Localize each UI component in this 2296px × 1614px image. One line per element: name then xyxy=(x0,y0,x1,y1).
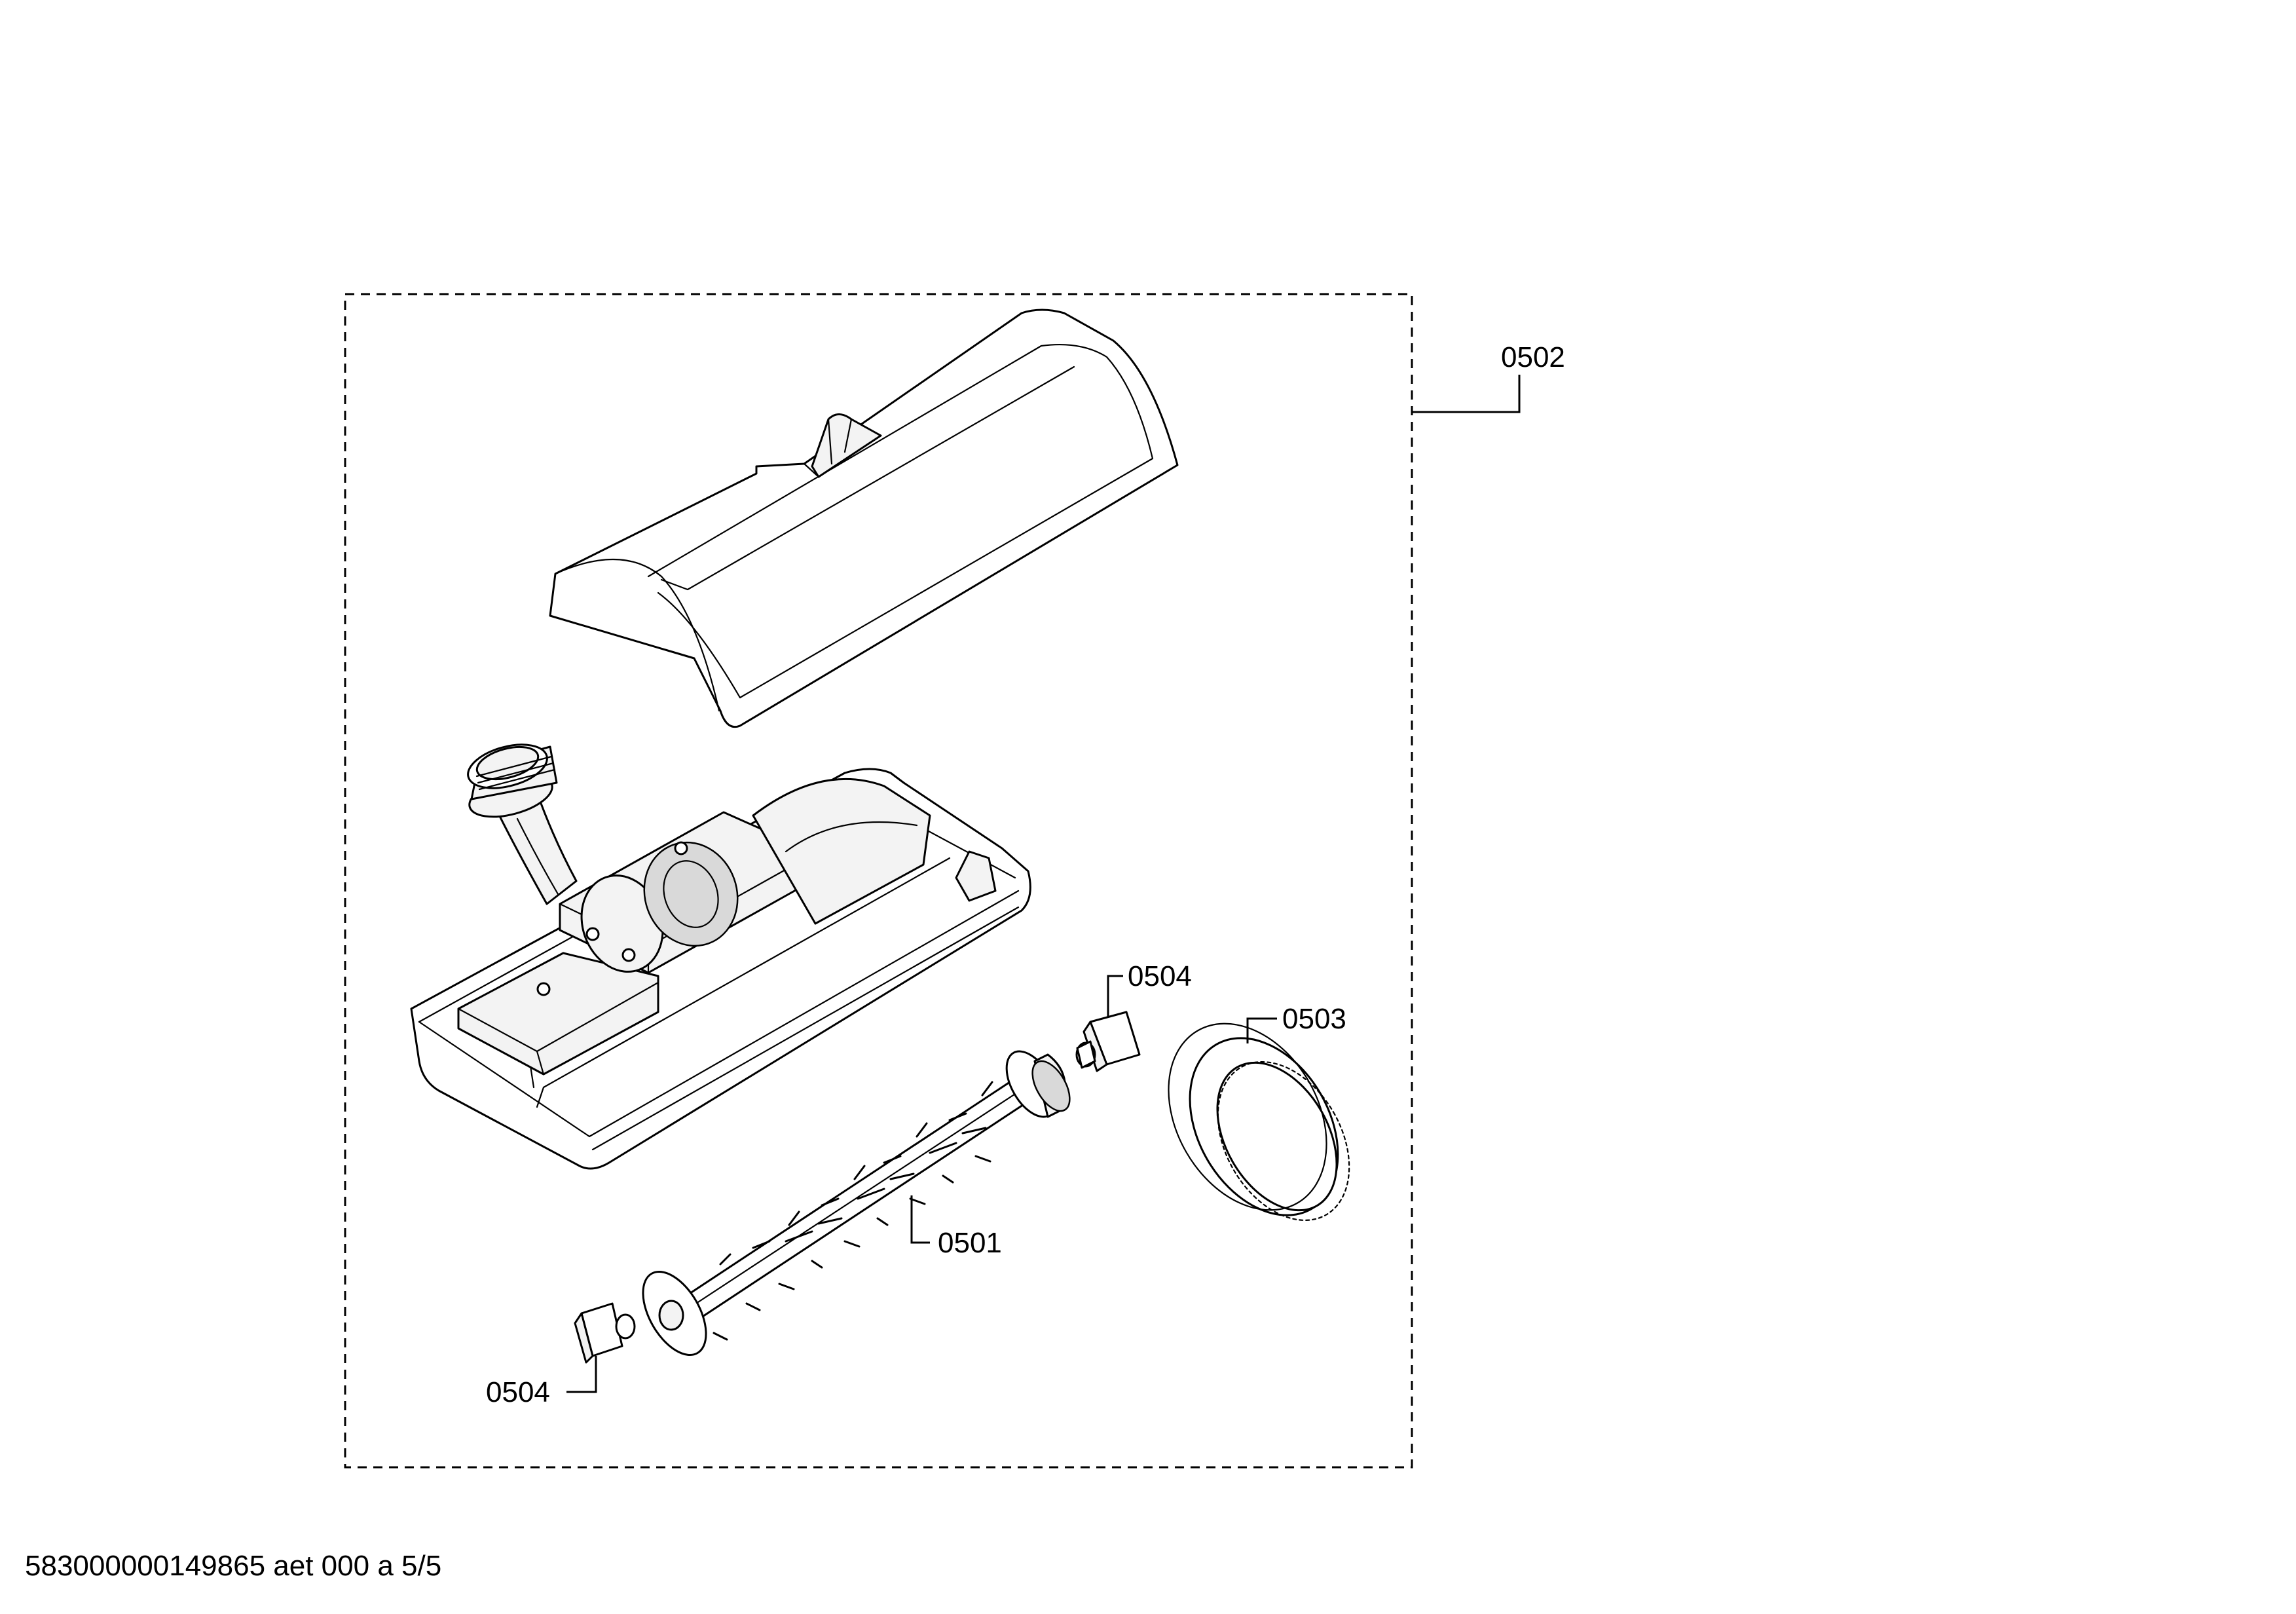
label-0504-left: 0504 xyxy=(486,1376,550,1408)
document-code: 583000000149865 aet 000 a 5/5 xyxy=(25,1550,441,1582)
leader-0504-right xyxy=(1107,975,1123,1017)
label-0502: 0502 xyxy=(1501,341,1565,373)
nozzle-cover xyxy=(549,309,1179,728)
bearing-left xyxy=(574,1302,636,1364)
drive-belt xyxy=(1168,1023,1350,1221)
brush-roller xyxy=(642,1050,1071,1357)
assembly-boundary xyxy=(344,293,1413,1469)
leader-0504-left xyxy=(566,1356,597,1393)
label-0503: 0503 xyxy=(1282,1003,1346,1035)
label-0504-right: 0504 xyxy=(1128,960,1192,992)
label-0501: 0501 xyxy=(938,1227,1002,1259)
leader-0503 xyxy=(1246,1017,1277,1043)
nozzle-base xyxy=(410,743,1031,1170)
leader-0502 xyxy=(1412,375,1521,413)
leader-0501 xyxy=(910,1195,930,1244)
bearing-right xyxy=(1075,1011,1141,1072)
